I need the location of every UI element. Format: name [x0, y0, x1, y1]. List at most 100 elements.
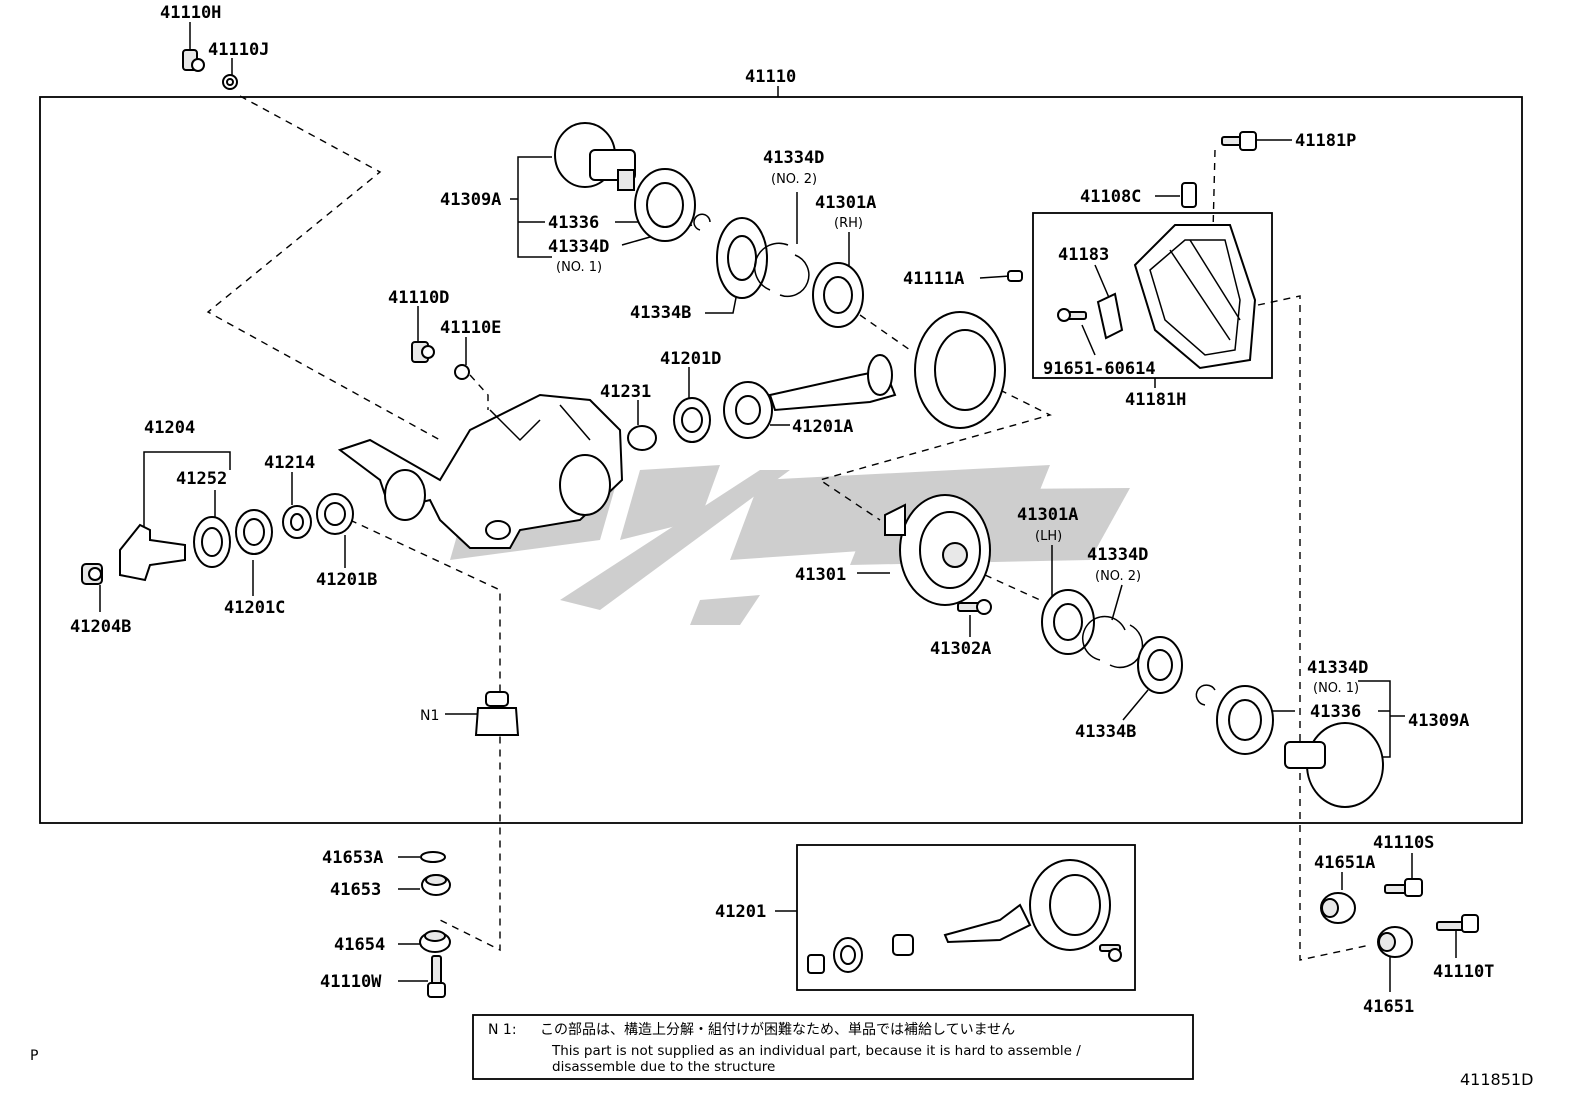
washer-41653A-icon — [420, 851, 446, 863]
bolt-91651-60614-icon — [1057, 308, 1087, 322]
label-41183: 41183 — [1058, 245, 1109, 265]
cushion-41653-icon — [421, 874, 451, 896]
label-41336-right: 41336 — [1310, 702, 1361, 722]
note-n1: N 1: この部品は、構造上分解・組付けが困難なため、単品では補給していません … — [488, 1022, 1081, 1075]
label-no1-top: (NO. 1) — [556, 260, 602, 275]
oil-seal-41252-icon — [193, 516, 231, 568]
rear-cover-41181H-icon — [1133, 224, 1257, 370]
cushion-41654-icon — [419, 930, 451, 953]
gear-kit-41201-icon — [807, 859, 1122, 974]
drive-pinion-41201-icon — [768, 354, 897, 412]
label-41108C: 41108C — [1080, 187, 1141, 207]
spacer-41231-icon — [627, 425, 657, 451]
label-41110S: 41110S — [1373, 833, 1434, 853]
label-41204: 41204 — [144, 418, 195, 438]
breather-41108C-icon — [1181, 182, 1197, 208]
snap-ring-41334D-top-icon — [693, 213, 711, 231]
bolt-41110S-icon — [1384, 878, 1423, 897]
label-N1: N1 — [420, 708, 439, 724]
label-41201A: 41201A — [792, 417, 853, 437]
cover-41181H-box — [1032, 212, 1273, 379]
label-41181H: 41181H — [1125, 390, 1186, 410]
bolt-41302A-icon — [957, 599, 992, 615]
bearing-41201C-icon — [235, 509, 273, 555]
label-41301A-lh: 41301A — [1017, 505, 1078, 525]
label-41334B-top: 41334B — [630, 303, 691, 323]
label-41302A: 41302A — [930, 639, 991, 659]
label-41204B: 41204B — [70, 617, 131, 637]
ring-gear-41201-icon — [914, 311, 1006, 429]
label-41334B-low: 41334B — [1075, 722, 1136, 742]
corner-mark: P — [30, 1048, 38, 1064]
label-41334D-low: 41334D — [1087, 545, 1148, 565]
mount-N1-icon — [474, 691, 520, 736]
label-lh: (LH) — [1035, 529, 1062, 544]
label-41301A-rh: 41301A — [815, 193, 876, 213]
label-41110T: 41110T — [1433, 962, 1494, 982]
companion-flange-41204-icon — [119, 523, 186, 582]
side-gear-shaft-41309A-right-icon — [1284, 722, 1384, 808]
gear-kit-41201-box — [796, 844, 1136, 991]
label-41110J: 41110J — [208, 40, 269, 60]
label-41214: 41214 — [264, 453, 315, 473]
leader-lines — [99, 22, 1457, 992]
bolt-41110T-icon — [1436, 914, 1479, 933]
label-rh: (RH) — [834, 216, 863, 231]
note-english-2: disassemble due to the structure — [552, 1059, 775, 1075]
label-41110D: 41110D — [388, 288, 449, 308]
bolt-41110D-icon — [411, 341, 435, 363]
label-41201D: 41201D — [660, 349, 721, 369]
label-no2-low: (NO. 2) — [1095, 569, 1141, 584]
spacer-41214-icon — [282, 505, 312, 539]
label-41651A: 41651A — [1314, 853, 1375, 873]
assembly-41110-box — [39, 96, 1523, 824]
note-label: N 1: — [488, 1022, 517, 1038]
bolt-41110H-icon — [182, 49, 205, 72]
cushion-41651A-icon — [1320, 892, 1356, 924]
label-41110W: 41110W — [320, 972, 382, 992]
label-41252: 41252 — [176, 469, 227, 489]
label-91651-60614: 91651-60614 — [1043, 359, 1156, 379]
side-gear-shaft-41309A-top-icon — [554, 122, 636, 191]
cushion-41651-icon — [1377, 926, 1413, 958]
label-41201C: 41201C — [224, 598, 285, 618]
nut-41204B-icon — [81, 563, 103, 585]
differential-case-41301-icon — [884, 494, 991, 606]
label-41201B: 41201B — [316, 570, 377, 590]
bearing-41334B-top-icon — [716, 217, 768, 299]
oil-seal-41336-right-icon — [1216, 685, 1274, 755]
label-41651: 41651 — [1363, 997, 1414, 1017]
label-no2-mid: (NO. 2) — [771, 172, 817, 187]
label-41110E: 41110E — [440, 318, 501, 338]
nut-41110J-icon — [222, 74, 238, 90]
adjusting-nut-41334D-no2-icon — [754, 242, 810, 298]
note-box — [472, 1014, 1194, 1080]
label-41201: 41201 — [715, 902, 766, 922]
label-41301: 41301 — [795, 565, 846, 585]
note-english-1: This part is not supplied as an individu… — [551, 1043, 1081, 1059]
bolt-41110W-icon — [427, 955, 446, 998]
bearing-41301A-lh-icon — [1041, 589, 1095, 655]
oil-seal-41336-top-icon — [634, 168, 696, 242]
snap-ring-41334D-right-icon — [1195, 684, 1216, 706]
figure-id: 411851D — [1460, 1070, 1533, 1089]
label-41334D-top: 41334D — [548, 237, 609, 257]
label-41110H: 41110H — [160, 3, 221, 23]
label-41231: 41231 — [600, 382, 651, 402]
bearing-41201A-icon — [723, 381, 773, 439]
nut-41110E-icon — [454, 364, 470, 380]
bearing-41201B-icon — [316, 493, 354, 535]
label-41653: 41653 — [330, 880, 381, 900]
parts — [81, 49, 1479, 998]
differential-carrier-icon — [337, 393, 624, 549]
label-41309A-top: 41309A — [440, 190, 501, 210]
label-41309A-right: 41309A — [1408, 711, 1469, 731]
bearing-41301A-rh-icon — [812, 262, 864, 328]
label-41111A: 41111A — [903, 269, 964, 289]
plug-41111A-icon — [1007, 270, 1023, 282]
note-japanese: この部品は、構造上分解・組付けが困難なため、単品では補給していません — [540, 1022, 1015, 1038]
label-no1-right: (NO. 1) — [1313, 681, 1359, 696]
spacer-41201D-icon — [673, 397, 711, 443]
label-41334D-right: 41334D — [1307, 658, 1368, 678]
label-41653A: 41653A — [322, 848, 383, 868]
